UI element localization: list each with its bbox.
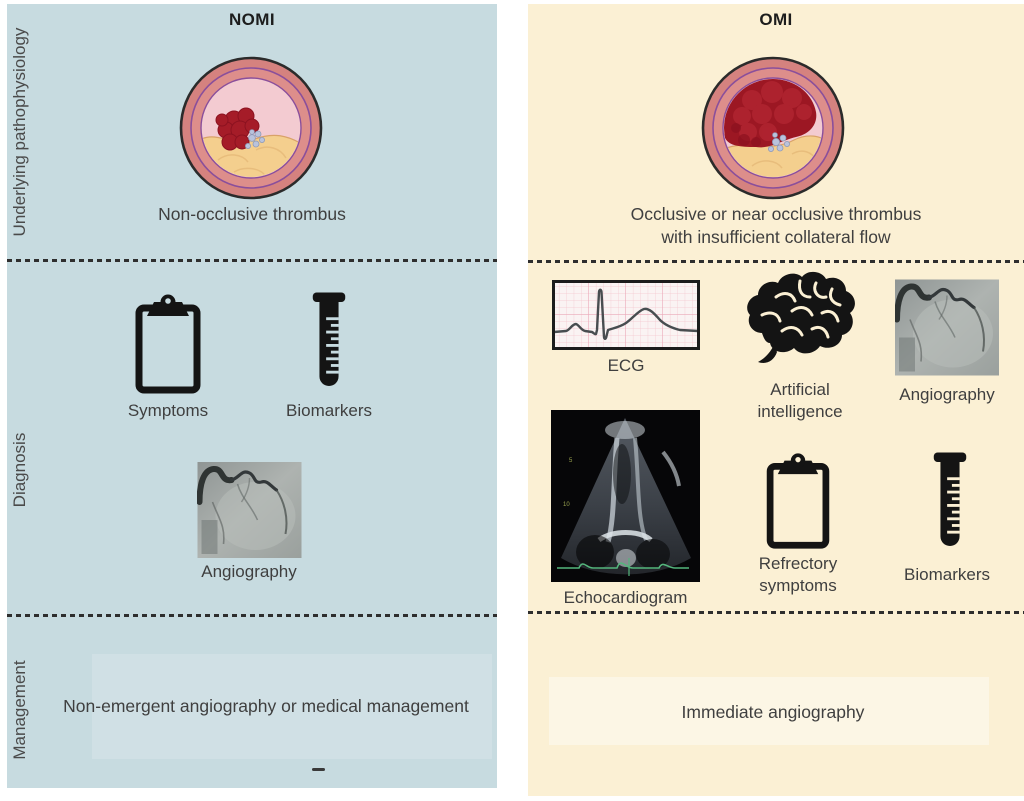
nomi-management-text: Non-emergent angiography or medical mana… [63,696,469,716]
refractory-symptoms-label: Refrectory symptoms [723,553,873,597]
omi-vessel-caption-line2: with insufficient collateral flow [661,227,891,248]
non-occlusive-vessel-illustration [179,56,323,200]
refractory-symptoms-label-line1: Refrectory [758,554,838,573]
omi-title: OMI [759,10,793,29]
dotted-divider [528,611,1024,614]
refractory-symptoms-label-line2: symptoms [759,576,837,596]
dotted-divider [7,259,497,262]
clipboard-icon [134,292,202,396]
angiography-image [197,462,302,558]
test-tube-icon [308,291,350,397]
artificial-intelligence-label-line1: Artificial [770,380,830,399]
nomi-vessel-caption: Non-occlusive thrombus [158,204,346,224]
ecg-image [552,280,700,350]
angiography-label: Angiography [201,562,297,581]
svg-text:5: 5 [569,458,573,464]
symptoms-label: Symptoms [127,401,209,420]
echocardiogram-label: Echocardiogram [563,588,688,607]
biomarkers-label: Biomarkers [904,565,990,584]
ecg-label: ECG [607,356,645,375]
row-label-management: Management [10,660,29,760]
clipboard-icon [764,451,832,551]
omi-vessel-caption: Occlusive or near occlusive thrombus wit… [528,203,1024,249]
test-tube-icon [929,451,971,557]
echocardiogram-image: 5 10 [551,410,700,582]
stray-dash-mark [312,768,325,771]
artificial-intelligence-label: Artificial intelligence [725,379,875,423]
management-highlight-band [92,654,492,759]
angiography-image [895,279,999,376]
omi-panel: OMI [528,4,1024,796]
dotted-divider [7,614,497,617]
angiography-label: Angiography [899,385,995,404]
biomarkers-label: Biomarkers [286,401,372,420]
nomi-title: NOMI [229,10,275,29]
dotted-divider [528,260,1024,263]
omi-management-text: Immediate angiography [681,702,865,722]
artificial-intelligence-label-line2: intelligence [757,402,843,422]
omi-vessel-caption-line1: Occlusive or near occlusive thrombus [630,204,922,224]
occlusive-vessel-illustration [701,56,845,200]
management-highlight-band [549,677,989,745]
svg-text:10: 10 [563,502,570,508]
brain-icon [740,271,862,367]
nomi-panel: NOMI Non-oc [7,4,497,788]
row-label-pathophysiology: Underlying pathophysiology [10,27,29,237]
